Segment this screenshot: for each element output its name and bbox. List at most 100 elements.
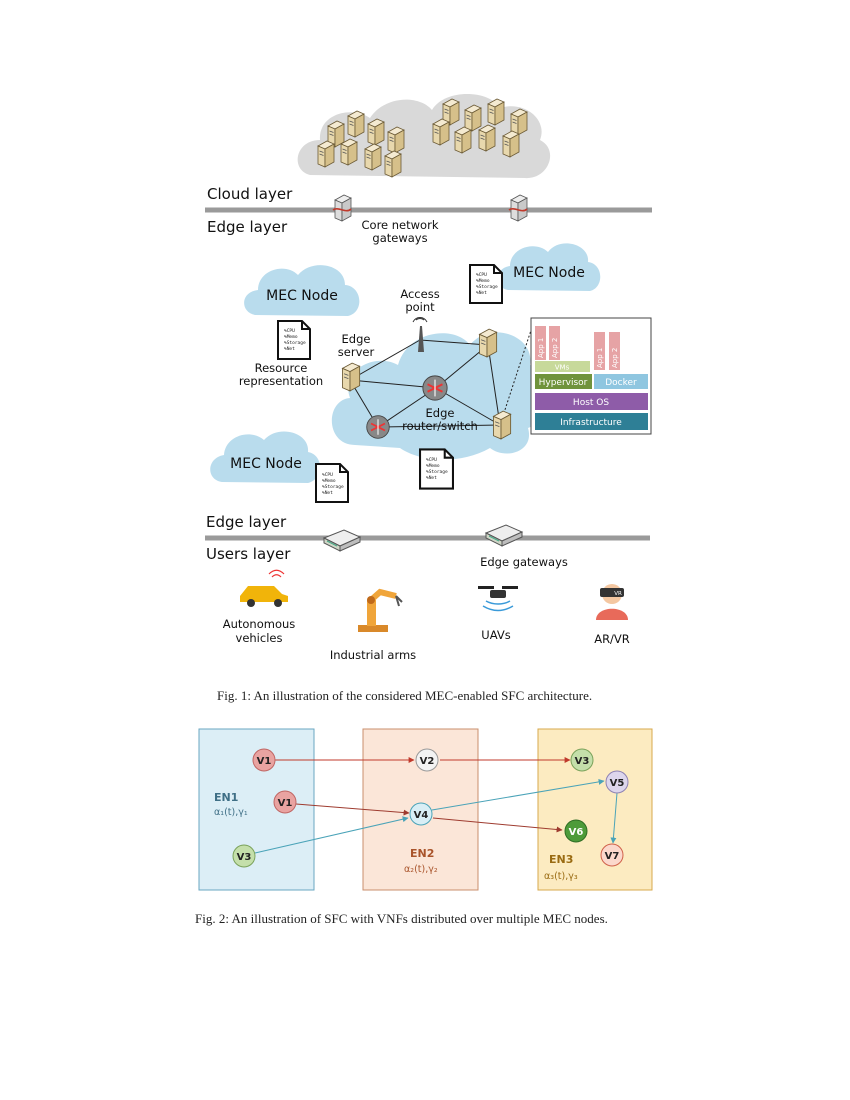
edge-router-label-1: Edge	[426, 406, 455, 420]
vnf-node-v3: V3	[570, 748, 594, 772]
edge-router-label-2: router/switch	[402, 419, 478, 433]
core-gateway-icon	[332, 194, 352, 222]
uav-icon	[478, 586, 518, 612]
svg-text:%Net: %Net	[322, 490, 333, 496]
fig1-caption: Fig. 1: An illustration of the considere…	[217, 688, 593, 703]
ar-vr-label: AR/VR	[594, 632, 630, 646]
en3-params: α₃(t),γ₃	[544, 871, 578, 882]
ar-vr-icon: VR	[596, 584, 628, 620]
mec-node-label: MEC Node	[266, 288, 338, 304]
edge-server-icon	[342, 362, 361, 392]
vnf-node-v4: V4	[409, 802, 433, 826]
svg-text:%Memo: %Memo	[476, 278, 490, 284]
vnf-node-v2: V2	[415, 748, 439, 772]
en2-params: α₂(t),γ₂	[404, 864, 438, 875]
router-icon	[421, 374, 449, 402]
vehicles-label-2: vehicles	[236, 631, 283, 645]
vnf-node-v6: V6	[564, 819, 588, 843]
resource-representation-label-2: representation	[239, 374, 323, 388]
resource-document-icon: %CPU %Memo %Storage %Net	[315, 463, 349, 503]
svg-text:%Storage: %Storage	[426, 469, 448, 475]
fig2-sfc-diagram: EN1 α₁(t),γ₁ EN2 α₂(t),γ₂ EN3 α₃(t),γ₃ V…	[198, 728, 653, 891]
svg-text:V3: V3	[237, 852, 252, 863]
vms-label: VMs	[555, 364, 570, 372]
edge-server-icon	[493, 410, 512, 440]
edge-node-en3	[537, 728, 653, 891]
core-gateways-label-2: gateways	[372, 231, 427, 245]
users-layer-label: Users layer	[206, 545, 291, 563]
svg-text:%CPU: %CPU	[284, 328, 295, 334]
svg-text:%CPU: %CPU	[322, 472, 333, 478]
docker-label: Docker	[605, 378, 637, 388]
svg-text:%CPU: %CPU	[476, 272, 487, 278]
core-gateways-label-1: Core network	[362, 218, 439, 232]
edge-gateway-icon	[485, 524, 523, 547]
en1-label: EN1	[214, 791, 238, 804]
cloud-layer-label: Cloud layer	[207, 185, 293, 203]
access-point-label-2: point	[405, 300, 435, 314]
svg-text:V3: V3	[575, 756, 590, 767]
vnf-node-v1: V1	[252, 748, 276, 772]
en2-label: EN2	[410, 847, 434, 860]
svg-text:%Storage: %Storage	[284, 340, 306, 346]
svg-text:V7: V7	[605, 851, 620, 862]
mec-node-cloud-left: MEC Node	[244, 265, 360, 316]
vnf-node-v1: V1	[273, 790, 297, 814]
svg-text:App 2: App 2	[611, 348, 619, 368]
industrial-arms-label: Industrial arms	[330, 648, 416, 662]
autonomous-vehicle-icon	[240, 569, 288, 607]
access-point-icon	[412, 317, 428, 352]
fig2-caption: Fig. 2: An illustration of SFC with VNFs…	[195, 911, 608, 926]
svg-text:%Net: %Net	[284, 346, 295, 352]
svg-text:App 1: App 1	[596, 348, 604, 368]
vnf-node-v5: V5	[605, 770, 629, 794]
edge-server-label-2: server	[338, 345, 375, 359]
svg-text:V4: V4	[414, 810, 429, 821]
en1-params: α₁(t),γ₁	[214, 807, 248, 818]
fig1-architecture: Cloud layer Edge layer Core network gate…	[205, 94, 652, 662]
svg-text:%Memo: %Memo	[284, 334, 298, 340]
resource-document-icon: %CPU %Memo %Storage %Net	[469, 263, 503, 305]
edge-server-icon	[479, 328, 498, 358]
svg-text:%Storage: %Storage	[476, 284, 498, 290]
svg-text:App 1: App 1	[537, 338, 545, 358]
svg-text:%Memo: %Memo	[426, 463, 440, 469]
mec-node-cloud-right: MEC Node	[497, 243, 601, 291]
svg-text:V1: V1	[257, 756, 272, 767]
svg-text:%Net: %Net	[426, 475, 437, 481]
resource-representation-label-1: Resource	[255, 361, 308, 375]
en3-label: EN3	[549, 853, 573, 866]
data-center-cloud	[297, 94, 551, 179]
svg-text:V2: V2	[420, 756, 435, 767]
industrial-arm-icon	[358, 588, 403, 632]
hypervisor-label: Hypervisor	[539, 378, 588, 388]
mec-node-label: MEC Node	[230, 456, 302, 472]
svg-text:V5: V5	[610, 778, 625, 789]
svg-text:V1: V1	[278, 798, 293, 809]
vnf-node-v3: V3	[232, 844, 256, 868]
edge-gateway-icon	[323, 529, 361, 552]
svg-text:%Memo: %Memo	[322, 478, 336, 484]
vehicles-label-1: Autonomous	[223, 617, 296, 631]
edge-layer-label-top: Edge layer	[207, 218, 288, 236]
edge-gateways-label: Edge gateways	[480, 555, 568, 569]
resource-document-icon: %CPU %Memo %Storage %Net	[419, 448, 454, 490]
vnf-node-v7: V7	[600, 843, 624, 867]
core-gateway-icon	[508, 194, 528, 222]
router-icon	[365, 414, 391, 440]
svg-text:%Storage: %Storage	[322, 484, 344, 490]
edge-server-label-1: Edge	[342, 332, 371, 346]
svg-text:VR: VR	[614, 591, 622, 597]
resource-document-icon: %CPU %Memo %Storage %Net	[277, 320, 311, 360]
svg-text:V6: V6	[569, 827, 584, 838]
infrastructure-label: Infrastructure	[560, 418, 622, 428]
virtualization-stack: App 1 App 2 VMs App 1 App 2 Hypervisor D…	[530, 317, 652, 435]
svg-text:App 2: App 2	[551, 338, 559, 358]
svg-text:%CPU: %CPU	[426, 457, 437, 463]
svg-text:%Net: %Net	[476, 290, 487, 296]
edge-layer-label-bottom: Edge layer	[206, 513, 287, 531]
host-os-label: Host OS	[573, 398, 609, 408]
access-point-label-1: Access	[400, 287, 439, 301]
mec-node-label: MEC Node	[513, 265, 585, 281]
